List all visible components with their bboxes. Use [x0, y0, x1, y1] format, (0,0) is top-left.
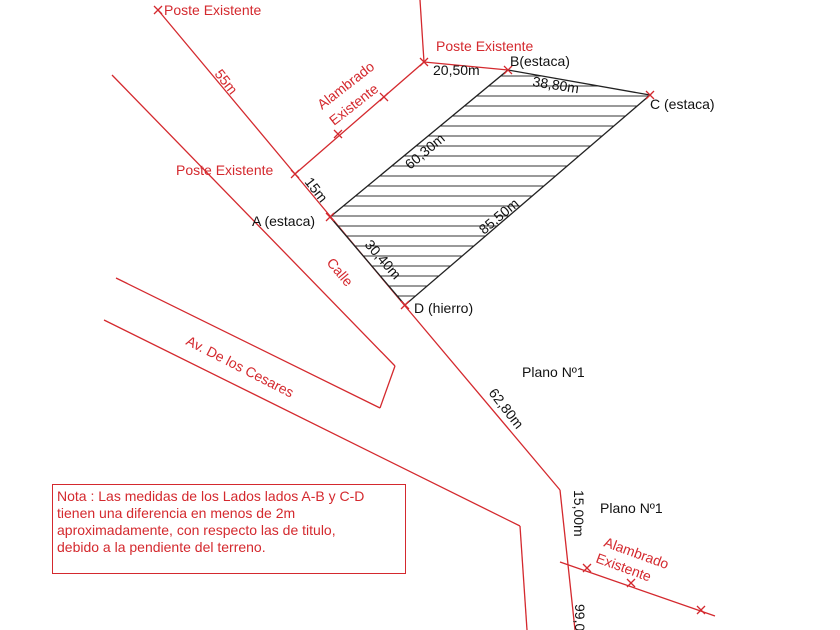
- street-edge-left: [111, 74, 396, 367]
- street-lines: [103, 0, 716, 630]
- label-point-d: D (hierro): [414, 300, 473, 316]
- note-line-3: aproximadamente, con respecto las de tit…: [57, 522, 336, 538]
- street-edge-left-turn: [379, 365, 396, 409]
- label-dist-15: 15m: [302, 174, 331, 205]
- marker-point-b: [503, 65, 513, 75]
- fence-to-b: [423, 61, 509, 71]
- lot-boundary: [329, 69, 652, 306]
- note-line-2: tienen una diferencia en menos de 2m: [57, 505, 296, 521]
- label-dist-38-80: 38,80m: [532, 73, 581, 96]
- label-street-calle: Calle: [324, 255, 357, 290]
- label-poste-left: Poste Existente: [176, 162, 273, 178]
- label-dist-30-40: 30,40m: [362, 236, 405, 282]
- marker-fence-2: [379, 92, 389, 102]
- label-avenue: Av. De los Cesares: [184, 332, 297, 400]
- marker-fence-4: [626, 578, 636, 588]
- marker-poste-mid: [419, 57, 429, 67]
- marker-fence-1: [333, 129, 343, 139]
- label-point-b: B(estaca): [510, 53, 570, 69]
- label-poste-mid: Poste Existente: [436, 38, 533, 54]
- label-point-a: A (estaca): [252, 213, 315, 229]
- street-edge-bottom-left: [519, 525, 528, 630]
- label-plano-1: Plano Nº1: [522, 364, 585, 380]
- fence-top-segment: [419, 0, 425, 63]
- marker-point-a: [325, 212, 335, 222]
- street-edge-bottom-right: [559, 489, 576, 630]
- fence-markers: [153, 5, 706, 615]
- label-poste-top: Poste Existente: [164, 2, 261, 18]
- label-point-c: C (estaca): [650, 96, 715, 112]
- fence-alambrado-upper: [294, 61, 425, 175]
- avenue-edge-lower: [103, 319, 521, 527]
- avenue-edge-upper: [115, 277, 381, 409]
- label-plano-2: Plano Nº1: [600, 500, 663, 516]
- label-dist-20-50: 20,50m: [433, 62, 480, 78]
- label-dist-15-00: 15,00m: [571, 490, 587, 537]
- street-edge-right: [399, 299, 561, 491]
- note-line-4: debido a la pendiente del terreno.: [57, 539, 266, 555]
- fence-alambrado-lower: [559, 561, 716, 617]
- note-line-1: Nota : Las medidas de los Lados lados A-…: [57, 488, 365, 504]
- marker-point-c: [645, 90, 655, 100]
- note-box: Nota : Las medidas de los Lados lados A-…: [52, 484, 406, 574]
- marker-fence-3: [582, 563, 592, 573]
- marker-point-d: [400, 300, 410, 310]
- marker-poste-left: [290, 169, 300, 179]
- label-dist-55: 55m: [212, 66, 241, 97]
- label-dist-partial: 99,0: [572, 604, 588, 630]
- marker-poste-top: [153, 5, 163, 15]
- marker-fence-5: [696, 605, 706, 615]
- fence-line-upper: [157, 9, 296, 175]
